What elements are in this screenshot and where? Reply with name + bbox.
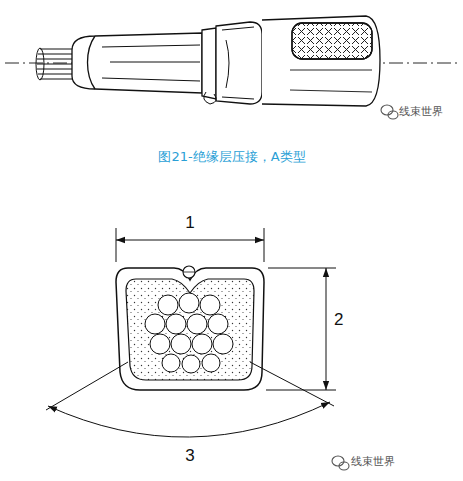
crimp-cross-section xyxy=(116,266,264,390)
callout-number: 2 xyxy=(334,311,343,330)
callout-number: 3 xyxy=(185,447,194,466)
watermark: 线束世界 xyxy=(351,456,395,468)
wechat-icon xyxy=(381,105,398,119)
figure-caption: 图21-绝缘层压接，A类型 xyxy=(158,150,305,164)
wechat-icon xyxy=(332,456,349,470)
dimension-lines xyxy=(46,228,336,437)
terminal-side-view xyxy=(5,16,460,106)
callout-number: 1 xyxy=(185,214,194,233)
watermark: 线束世界 xyxy=(399,106,443,118)
